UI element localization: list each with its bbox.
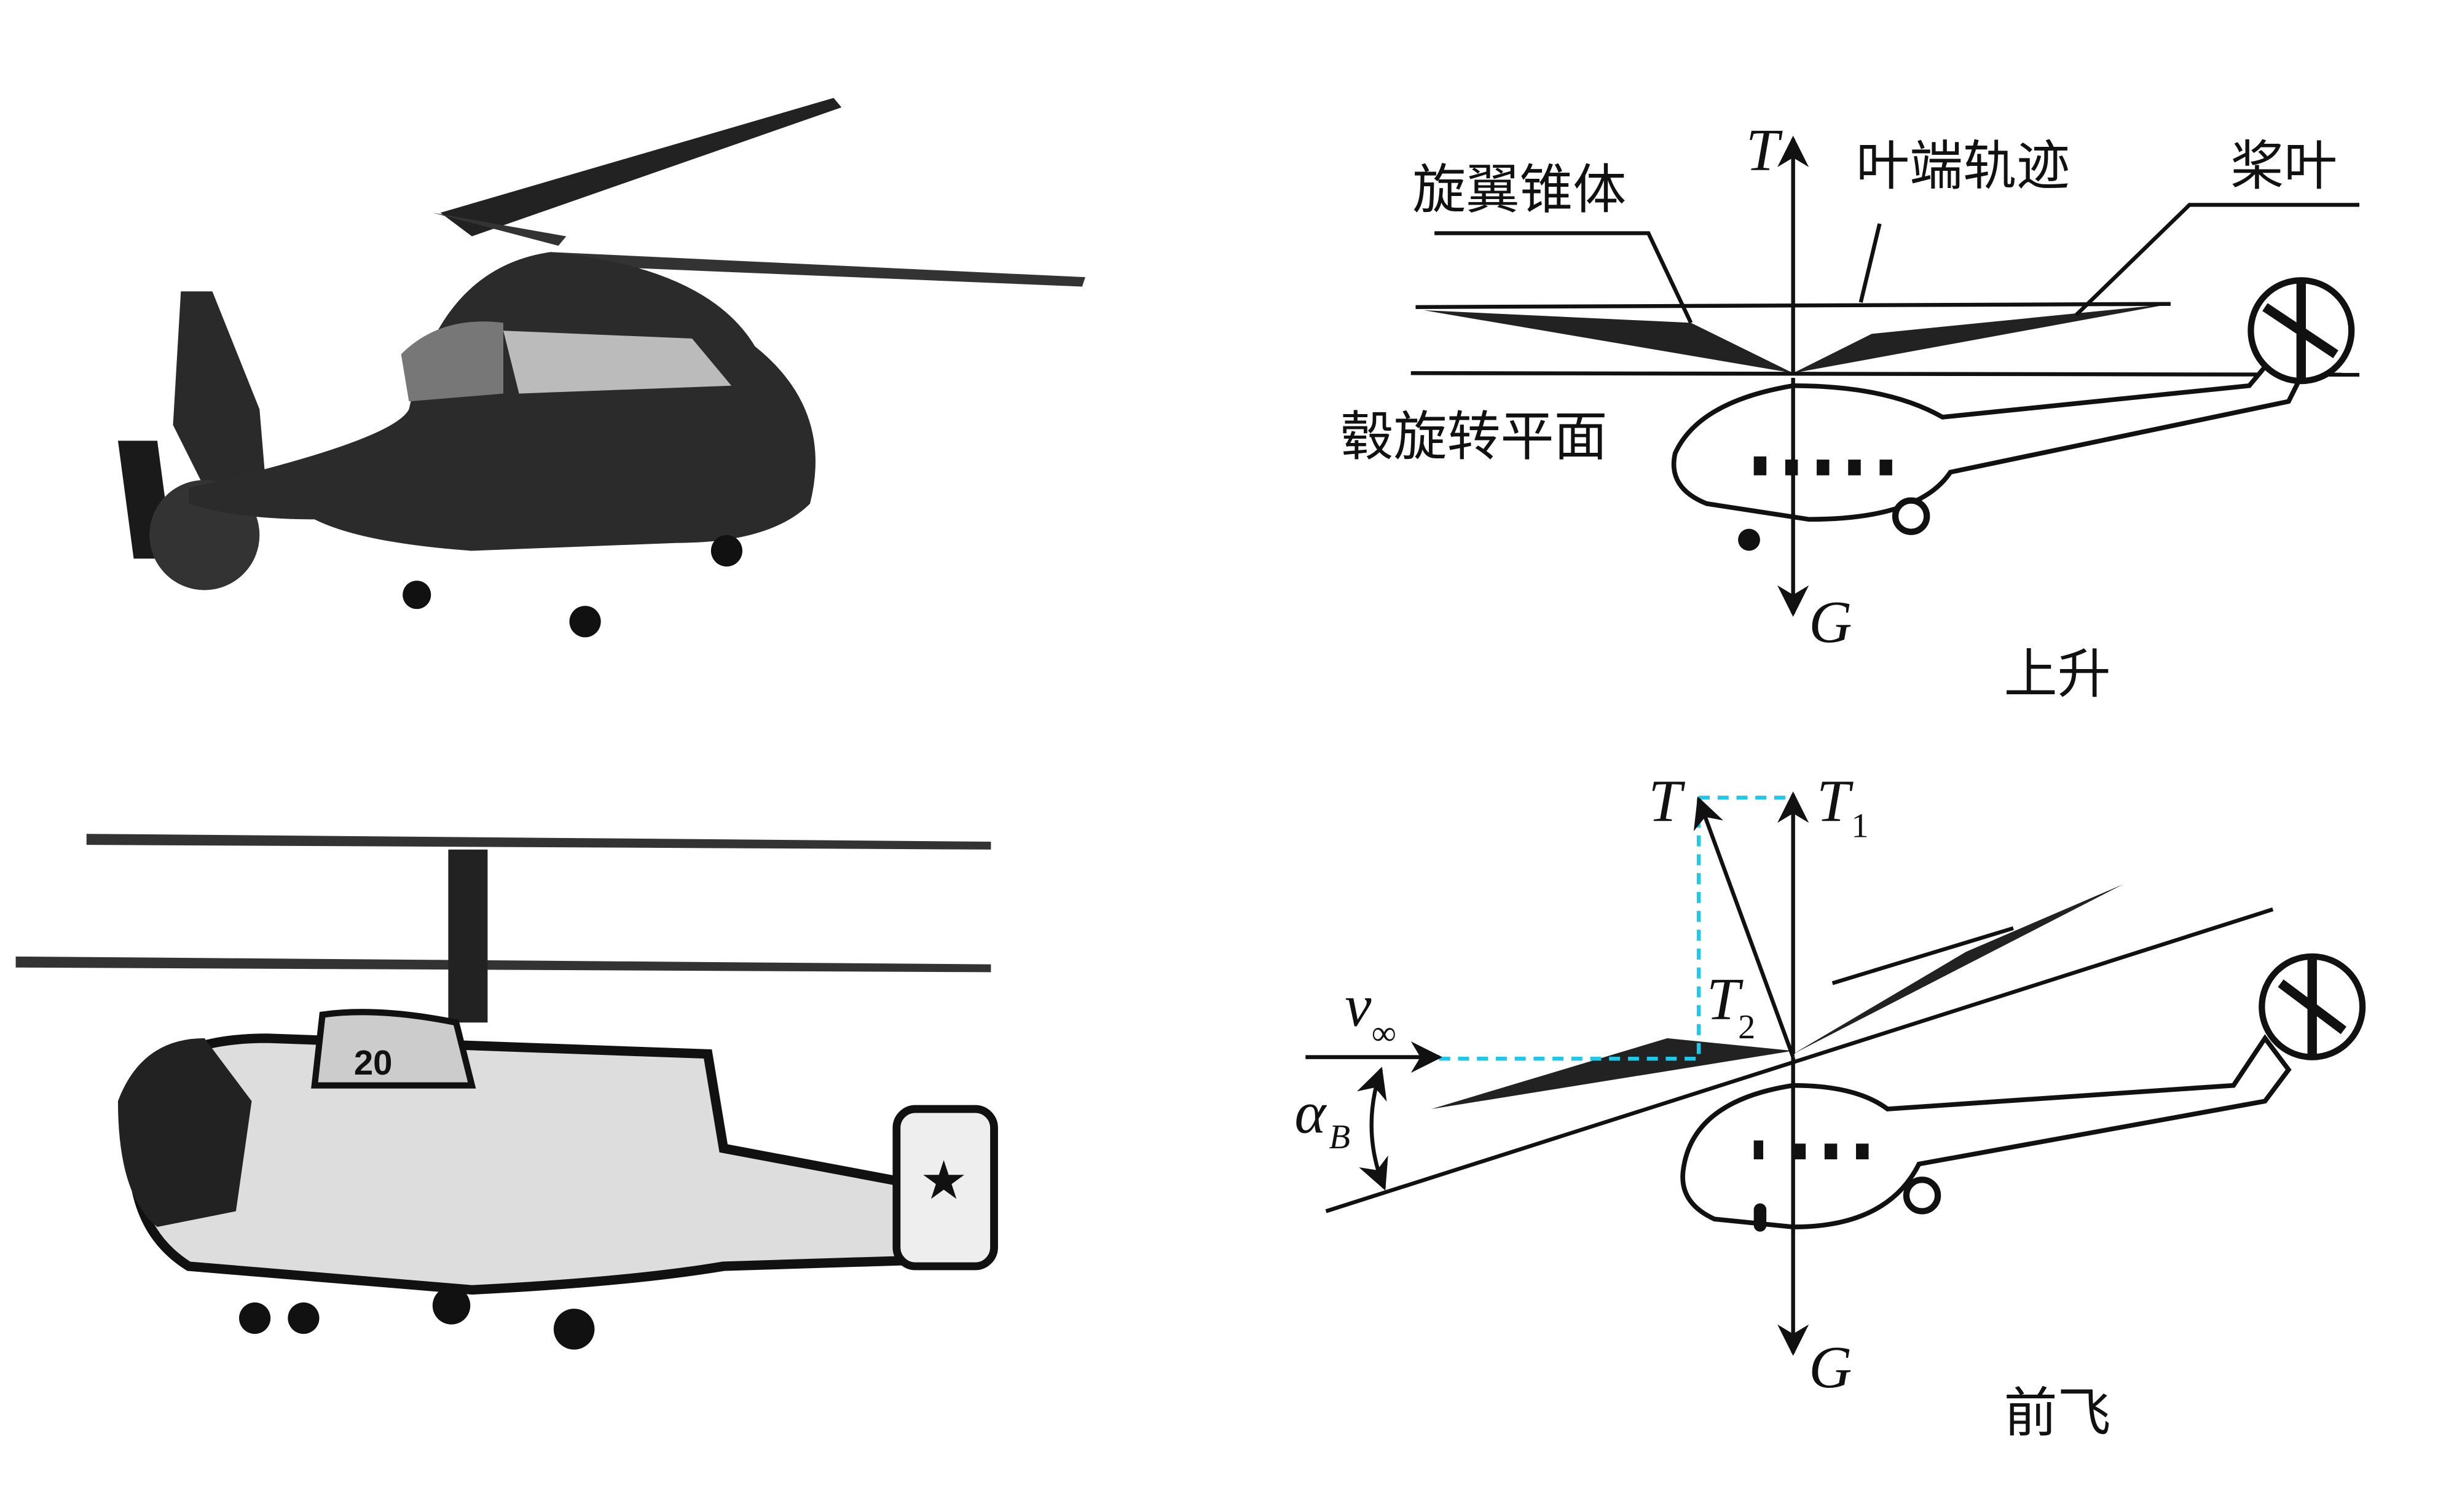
label-hub-plane: 毂旋转平面 [1340, 405, 1608, 468]
climb-diagram: 旋翼锥体 T 叶端轨迹 桨叶 毂旋转平面 G 上升 [1340, 117, 2360, 705]
label-thrust: T [1746, 117, 1783, 184]
label-rotor-cone: 旋翼锥体 [1412, 159, 1626, 221]
tip-path-plane-line [1325, 907, 2274, 1213]
forward-diagram: T T 1 T 2 v ∞ α B G 前飞 [1294, 769, 2366, 1444]
label-thrust: T [1648, 769, 1685, 835]
helicopter-photo-top [117, 98, 1085, 638]
label-t2-sub: 2 [1738, 1008, 1755, 1046]
caption-climb: 上升 [2004, 643, 2111, 705]
label-t1-sub: 1 [1851, 807, 1868, 845]
caption-forward: 前飞 [2004, 1382, 2111, 1444]
label-blade: 桨叶 [2230, 135, 2337, 197]
tail-number: 20 [354, 1043, 393, 1082]
label-tip-path: 叶端轨迹 [1856, 135, 2070, 197]
label-velocity: v [1345, 973, 1372, 1039]
label-gravity: G [1809, 1334, 1852, 1401]
helicopter-photo-bottom: 20 ★ [15, 834, 998, 1350]
star-icon: ★ [920, 1151, 968, 1210]
label-gravity: G [1809, 589, 1852, 656]
label-t1: T [1817, 769, 1854, 835]
thrust-arrow [1693, 796, 1795, 1058]
label-velocity-sub: ∞ [1372, 1014, 1396, 1052]
label-angle: α [1294, 1079, 1327, 1146]
angle-arc [1356, 1067, 1388, 1191]
label-t2: T [1707, 966, 1744, 1033]
label-angle-sub: B [1329, 1118, 1350, 1156]
